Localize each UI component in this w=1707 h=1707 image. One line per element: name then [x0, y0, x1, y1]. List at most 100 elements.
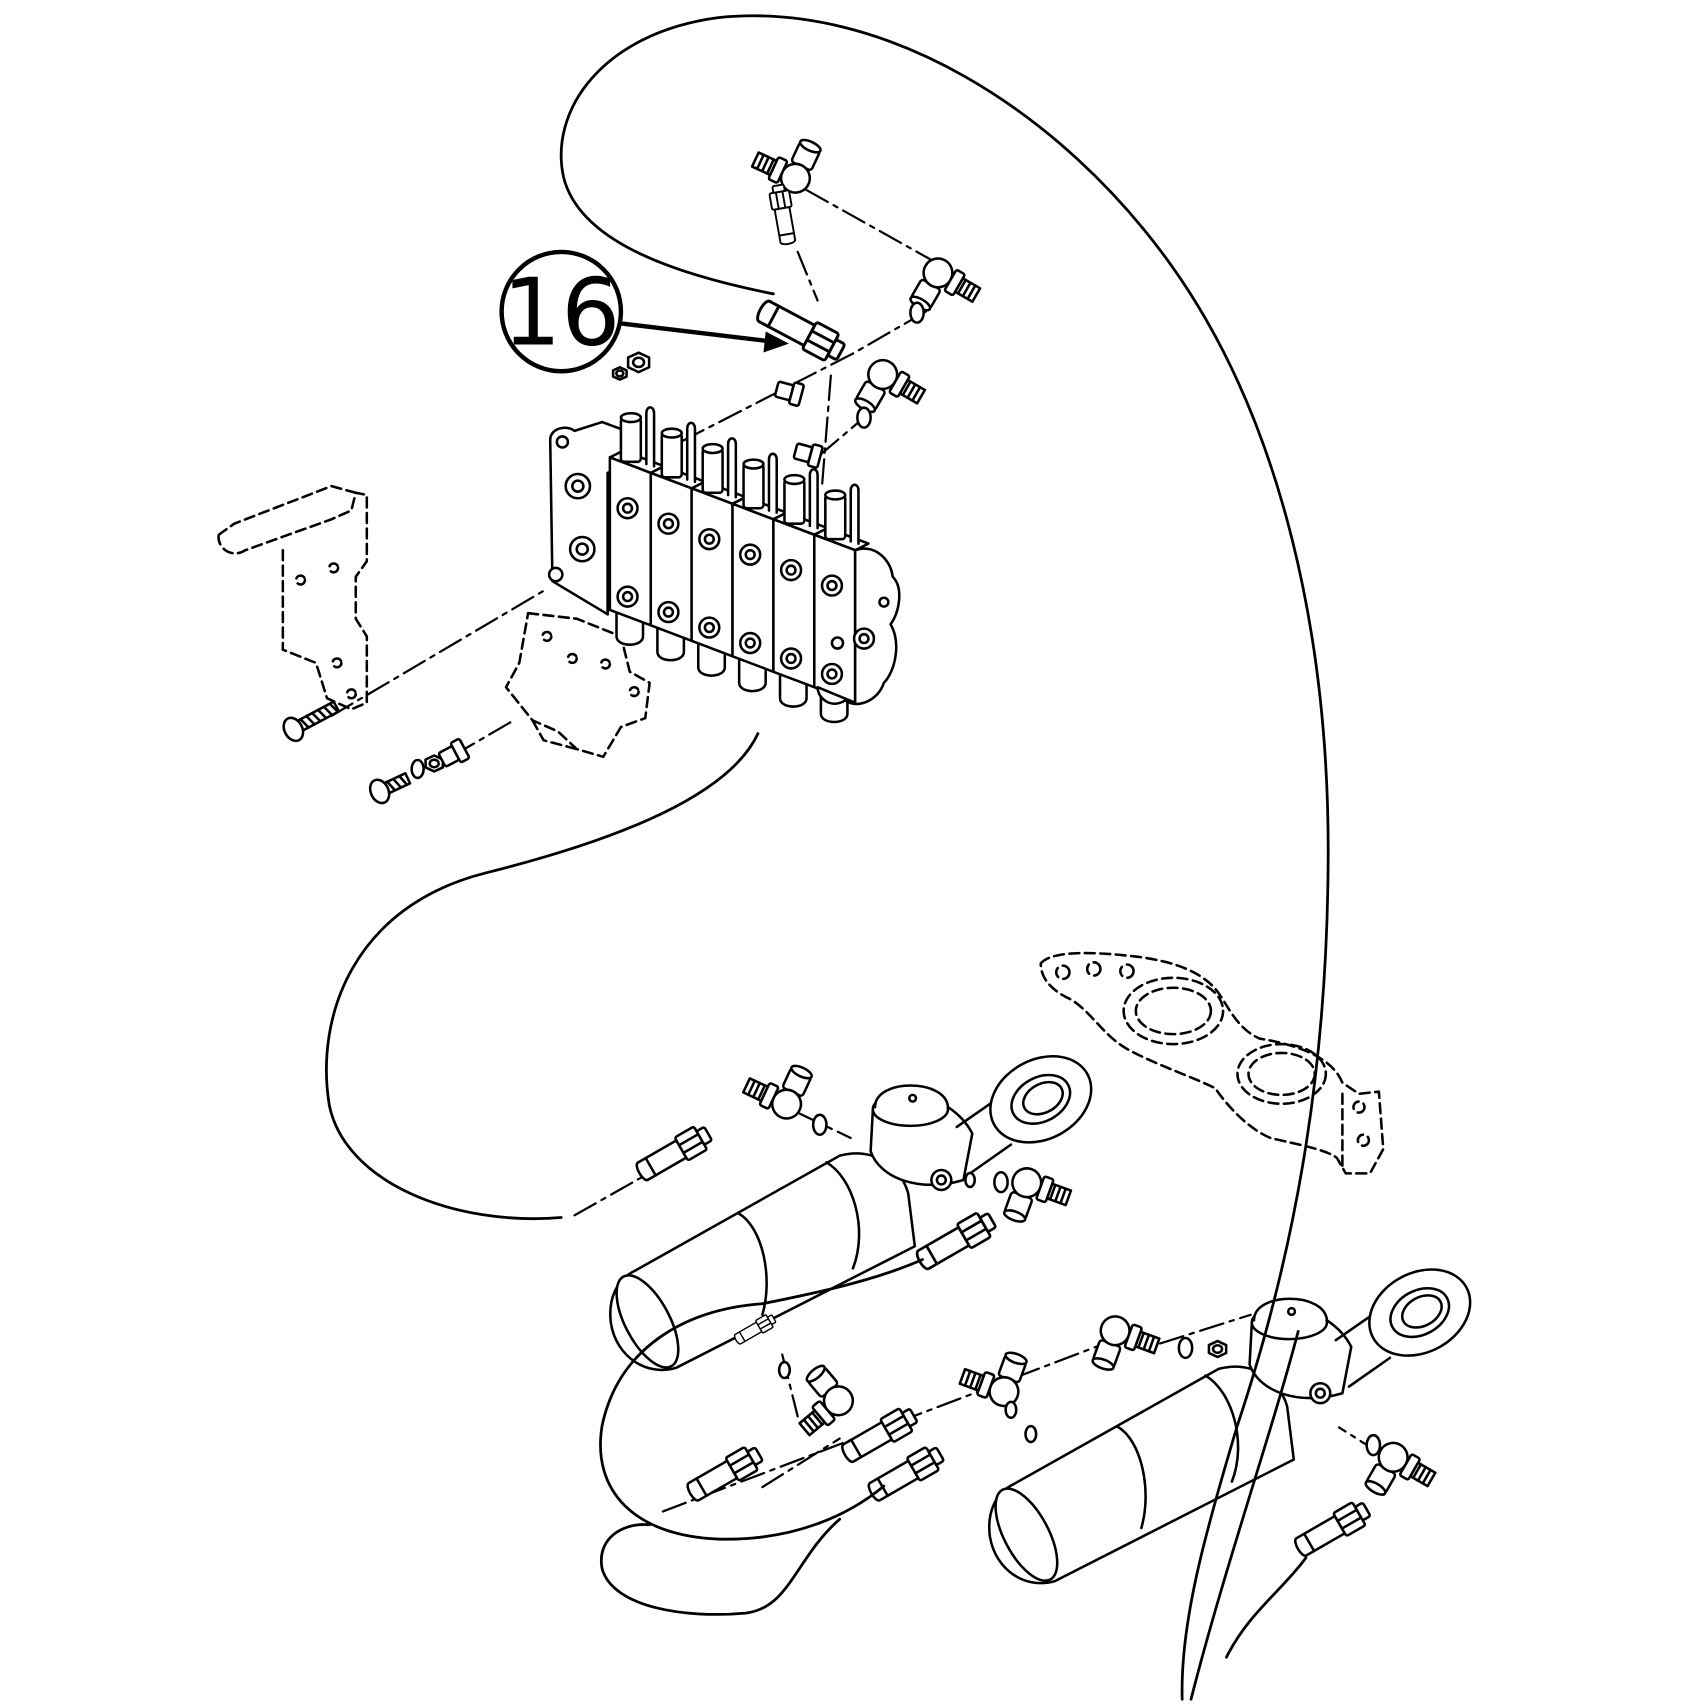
swivel-nut-top	[1002, 1209, 1027, 1223]
o-ring	[909, 301, 925, 324]
dome-center-mark	[1286, 1306, 1297, 1317]
lift-arm-pivot-bore	[1134, 986, 1213, 1036]
valve-section	[731, 452, 788, 693]
bolt-thread	[299, 702, 340, 729]
o-ring	[811, 1113, 828, 1136]
thread-lines	[747, 1079, 767, 1101]
lift-arm-pivot-boss	[1236, 1042, 1328, 1106]
control-valve	[547, 406, 901, 724]
rod-eye-bushing	[1021, 1080, 1064, 1116]
assembly-line	[573, 1176, 642, 1217]
hose-end-fitting	[768, 183, 797, 246]
lift-arm-hole	[1352, 1100, 1366, 1114]
lift-arm-outline	[1039, 951, 1385, 1175]
hex-flange	[1399, 1453, 1421, 1481]
lift-arm-hole	[1085, 961, 1102, 977]
hex-nut	[611, 365, 628, 381]
bolt-head	[282, 716, 305, 743]
callout-number: 16	[502, 259, 620, 367]
hose-end-fitting	[867, 1446, 945, 1502]
fitting-ridge	[925, 1244, 939, 1266]
barrel-step-line	[1115, 1425, 1147, 1530]
left-bracket-top-flange	[217, 484, 358, 555]
section-bolt-center	[621, 502, 634, 514]
barrel-collar-line	[1204, 1374, 1240, 1483]
assembly-line	[330, 587, 549, 718]
hydraulic-cylinder	[609, 1055, 1093, 1372]
left-bracket-vertical-plate	[281, 491, 369, 711]
inlet-port-bore	[571, 479, 585, 493]
fitting-ridge	[849, 1438, 863, 1459]
hex-nut-faces	[909, 1453, 936, 1475]
end-plate-hole	[830, 636, 845, 650]
hose-end-fitting	[915, 1212, 997, 1271]
fitting-tip	[901, 1408, 918, 1427]
mounting-bolt	[368, 772, 412, 805]
relief-valve-stem	[849, 483, 860, 545]
mounting-hole	[547, 566, 564, 583]
spool-plunger	[619, 416, 643, 464]
section-bolt-center	[785, 564, 797, 576]
o-ring	[856, 406, 872, 429]
nut-bore	[631, 356, 646, 369]
assembly-line	[661, 1342, 1106, 1513]
section-bolt-center	[703, 533, 716, 545]
hose-end-fitting	[733, 1314, 777, 1345]
hose-end-fitting	[686, 1446, 764, 1502]
spool-plunger	[701, 447, 724, 495]
part-callout: 16	[499, 249, 789, 374]
port-plug	[773, 380, 805, 407]
plug-hex	[788, 381, 805, 407]
valve-outlet-end-plate	[816, 547, 901, 706]
elbow-fitting	[853, 358, 927, 414]
lift-arm-hole	[1054, 964, 1071, 981]
relief-valve-stem	[645, 406, 656, 468]
fitting-body	[756, 299, 817, 347]
valve-section	[608, 406, 666, 646]
hex-flange	[888, 370, 911, 398]
assembly-line	[805, 188, 946, 269]
bracket-hole	[294, 574, 307, 586]
assembly-line	[820, 374, 832, 488]
port-plug	[792, 442, 824, 469]
hex-flange	[767, 156, 789, 184]
hex-flange	[811, 1400, 836, 1427]
assembly-line	[761, 1437, 841, 1489]
hex-nut-faces	[805, 329, 836, 354]
hex-nut-faces	[1336, 1508, 1363, 1530]
plate-hole	[599, 658, 612, 670]
cylinder-port-bore	[935, 1174, 948, 1186]
relief-valve-stem	[808, 468, 819, 530]
cylinder-head-block	[869, 1105, 974, 1187]
bracket-hole	[345, 688, 358, 700]
barrel-collar-line	[825, 1161, 861, 1270]
section-bolt-center	[703, 621, 716, 634]
section-bolt-center	[662, 518, 675, 530]
o-ring	[410, 758, 425, 780]
spool-plunger	[824, 493, 847, 541]
swivel-nut-top	[1004, 1351, 1028, 1366]
spool-plunger-top	[742, 458, 765, 470]
hose-end-fitting	[841, 1407, 918, 1463]
hose-bottom-right	[1225, 1556, 1308, 1659]
relief-valve-stem	[685, 421, 697, 483]
fitting-tip	[827, 338, 846, 361]
plate-hole	[566, 652, 579, 665]
valve-section	[772, 468, 829, 708]
mounting-hole	[555, 435, 570, 449]
spool-plunger-top	[701, 442, 724, 455]
fitting-body	[841, 1420, 894, 1463]
long-hose-loop	[559, 14, 1330, 1701]
hex-nut-faces	[757, 1318, 772, 1330]
hex-flange	[943, 269, 966, 297]
o-ring	[1365, 1433, 1382, 1457]
outlet-port-bore	[575, 542, 590, 556]
thread-lines	[755, 153, 775, 175]
assembly-line	[818, 416, 866, 457]
hex-nut-faces	[677, 1132, 704, 1155]
elbow-fitting	[909, 257, 982, 312]
thread-lines	[1411, 1463, 1432, 1485]
elbow-fitting	[1002, 1167, 1073, 1223]
hose-lower-loop	[599, 1302, 886, 1541]
assembly-line	[798, 1112, 852, 1140]
